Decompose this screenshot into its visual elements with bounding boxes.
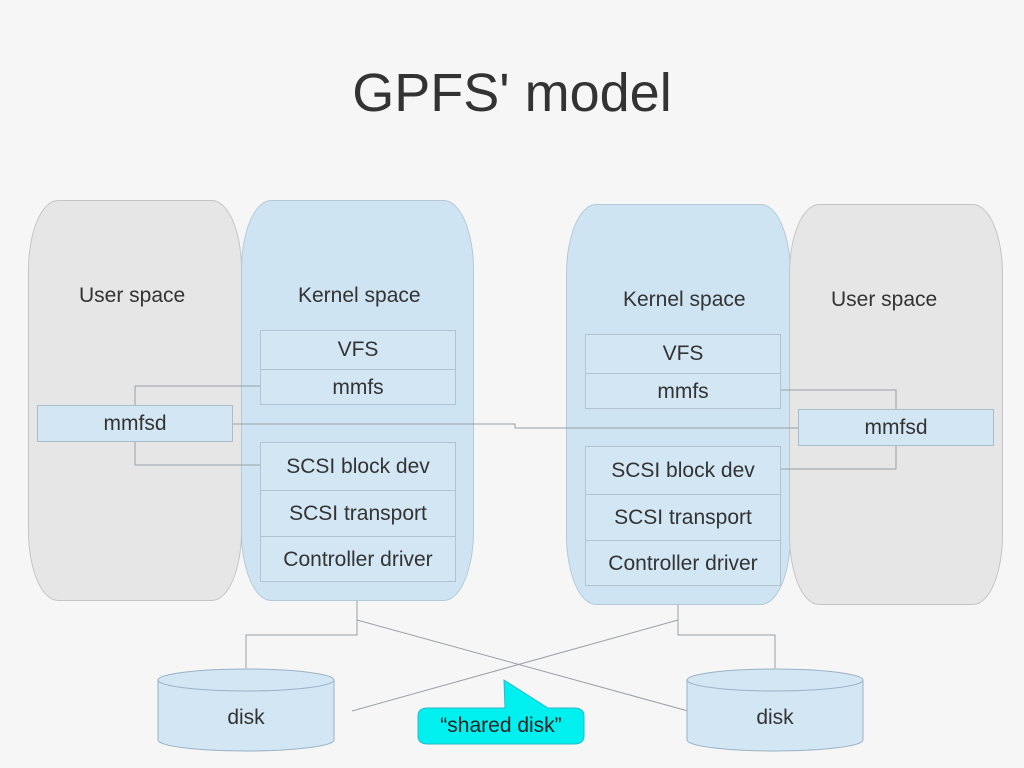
right-mmfsd-box: mmfsd xyxy=(798,409,994,446)
left-disk-label: disk xyxy=(227,706,265,729)
left-disk: disk xyxy=(158,669,334,751)
shared-disk-callout-label: “shared disk” xyxy=(440,714,562,737)
left-kernel-space-label: Kernel space xyxy=(298,284,421,307)
right-vfs-layer: VFS xyxy=(662,342,704,365)
left-scsi-transport-layer: SCSI transport xyxy=(261,490,455,536)
left-mmfs-layer: mmfs xyxy=(261,369,455,406)
left-vfs-layer: VFS xyxy=(337,338,379,361)
right-disk-cylinder xyxy=(686,668,864,752)
right-scsi-stack: SCSI block dev SCSI transport Controller… xyxy=(585,446,781,586)
left-disk-cylinder xyxy=(157,668,335,752)
left-user-space-label: User space xyxy=(79,284,186,307)
right-user-space-label: User space xyxy=(831,288,938,311)
right-kernel-to-right-disk-connector xyxy=(677,605,776,668)
right-disk: disk xyxy=(687,669,863,751)
left-kernel-to-left-disk-connector xyxy=(245,601,358,668)
right-mmfsd-to-scsi-connector xyxy=(781,446,897,470)
right-kernel-space-label: Kernel space xyxy=(623,288,746,311)
left-mmfsd-to-scsi-connector xyxy=(134,442,260,466)
left-mmfsd-box: mmfsd xyxy=(37,405,233,442)
left-controller-driver-layer: Controller driver xyxy=(261,536,455,583)
right-vfs-stack: VFS mmfs xyxy=(585,334,781,409)
left-vfs-stack: VFS mmfs xyxy=(260,330,456,405)
page-title: GPFS' model xyxy=(352,63,672,123)
right-scsi-transport-layer: SCSI transport xyxy=(586,494,780,540)
shared-disk-callout-shape xyxy=(417,679,585,745)
left-scsi-stack: SCSI block dev SCSI transport Controller… xyxy=(260,442,456,582)
right-kernel-to-left-disk-connector xyxy=(351,619,679,712)
left-scsi-block-dev-layer: SCSI block dev xyxy=(286,454,430,478)
left-mmfsd-to-mmfs-connector xyxy=(134,385,260,405)
mmfsd-network-connector xyxy=(233,423,798,429)
right-mmfsd-to-mmfs-connector xyxy=(781,389,897,409)
right-disk-label: disk xyxy=(756,706,794,729)
right-mmfs-layer: mmfs xyxy=(586,373,780,410)
right-scsi-block-dev-layer: SCSI block dev xyxy=(611,458,755,482)
right-controller-driver-layer: Controller driver xyxy=(586,540,780,587)
left-kernel-to-right-disk-connector xyxy=(356,619,689,712)
